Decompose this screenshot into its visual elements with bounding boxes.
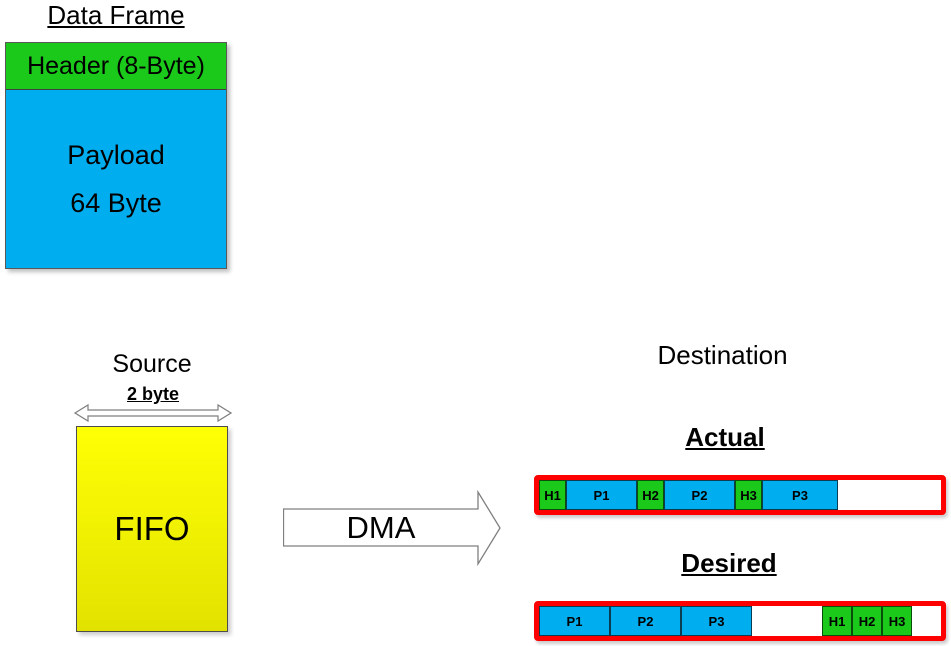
- segment-p2: P2: [610, 606, 681, 636]
- segment-h1: H1: [822, 606, 852, 636]
- fifo-box: FIFO: [76, 426, 228, 632]
- empty-segment: [912, 606, 941, 636]
- payload-line1: Payload: [67, 140, 165, 170]
- payload-line2: 64 Byte: [70, 188, 162, 218]
- actual-heading: Actual: [685, 422, 765, 452]
- segment-h2: H2: [637, 480, 664, 510]
- segment-p2: P2: [664, 480, 735, 510]
- segment-p3: P3: [762, 480, 838, 510]
- segment-h3: H3: [735, 480, 762, 510]
- double-headed-arrow-icon: [74, 403, 232, 423]
- data-frame-box: Header (8-Byte) Payload 64 Byte: [5, 42, 227, 269]
- segment-p1: P1: [566, 480, 637, 510]
- header-box: Header (8-Byte): [6, 43, 226, 90]
- payload-box: Payload 64 Byte: [6, 90, 226, 268]
- empty-segment: [838, 480, 941, 510]
- destination-label: Destination: [657, 340, 788, 370]
- segment-h1: H1: [539, 480, 566, 510]
- dma-label: DMA: [346, 510, 416, 545]
- fifo-width-label: 2 byte: [126, 384, 180, 404]
- dma-arrow-icon: [283, 490, 503, 568]
- segment-h2: H2: [852, 606, 882, 636]
- source-label: Source: [112, 350, 192, 378]
- desired-heading: Desired: [681, 548, 777, 578]
- data-frame-title: Data Frame: [47, 0, 185, 30]
- segment-h3: H3: [882, 606, 912, 636]
- segment-p1: P1: [539, 606, 610, 636]
- segment-p3: P3: [681, 606, 752, 636]
- empty-segment: [752, 606, 822, 636]
